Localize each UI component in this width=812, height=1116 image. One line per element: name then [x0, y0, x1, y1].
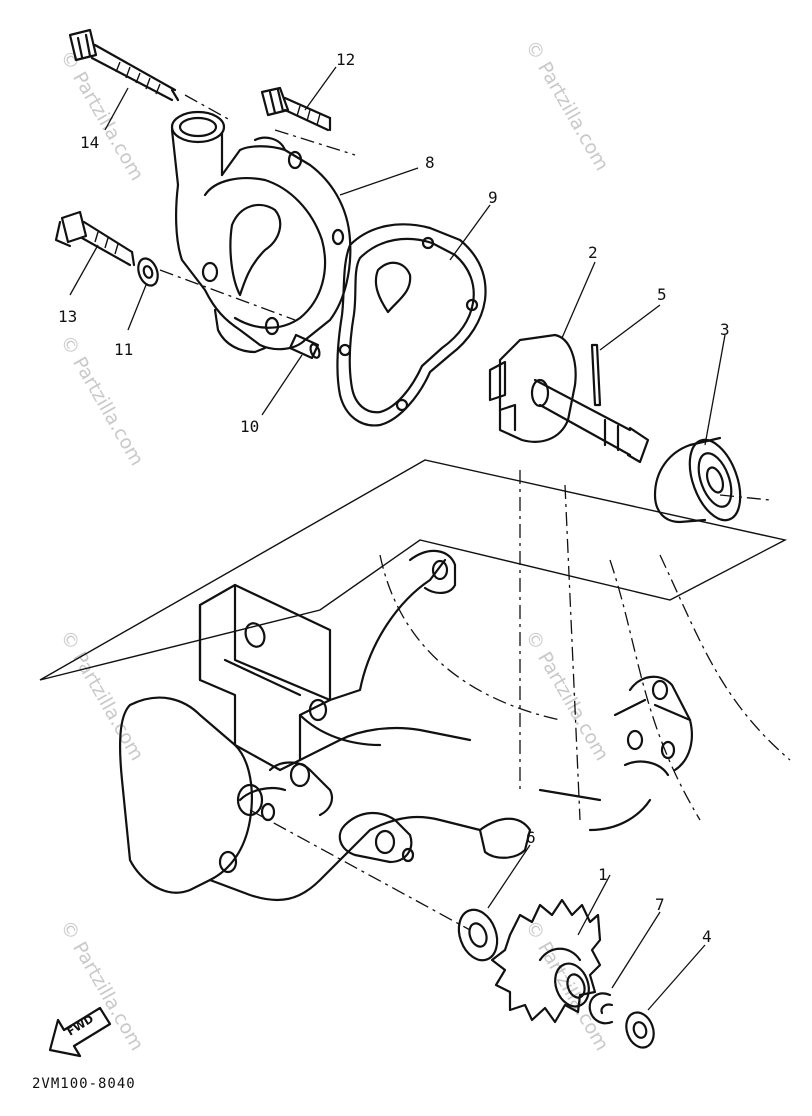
- callout-8: 8: [425, 153, 435, 172]
- callout-2: 2: [588, 243, 598, 262]
- watermark: © Partzilla.com: [56, 332, 148, 470]
- bolt-13: [54, 210, 136, 267]
- pin: [590, 343, 602, 407]
- bolt-14: [68, 28, 180, 102]
- callout-4: 4: [702, 927, 712, 946]
- gasket: [336, 223, 487, 427]
- callout-6: 6: [526, 828, 536, 847]
- callout-1: 1: [598, 865, 608, 884]
- callout-10: 10: [240, 417, 259, 436]
- bolt-12: [260, 86, 332, 132]
- callout-7: 7: [655, 895, 665, 914]
- crankcase-outline: [118, 549, 693, 902]
- callout-12: 12: [336, 50, 355, 69]
- watermark: © Partzilla.com: [521, 37, 613, 175]
- reference-plane: [39, 94, 791, 931]
- washer-4: [625, 1011, 655, 1049]
- callout-14: 14: [80, 133, 99, 152]
- circlip: [588, 992, 614, 1025]
- water-pump-housing: [170, 110, 352, 354]
- watermark: © Partzilla.com: [56, 627, 148, 765]
- dowel-pin: [288, 333, 321, 360]
- fwd-arrow-icon: FWD: [48, 1006, 112, 1058]
- impeller-shaft: [488, 333, 650, 464]
- bearing: [653, 436, 742, 524]
- leader-lines: [69, 66, 726, 1011]
- watermark: © Partzilla.com: [521, 627, 613, 765]
- callout-5: 5: [657, 285, 667, 304]
- callout-3: 3: [720, 320, 730, 339]
- washer-6: [457, 908, 499, 962]
- gear: [490, 898, 602, 1024]
- callout-9: 9: [488, 188, 498, 207]
- callout-11: 11: [114, 340, 133, 359]
- callout-numbers: 1 2 3 4 5 6 7 8 9 10 11 12 13 14: [58, 50, 730, 946]
- callout-13: 13: [58, 307, 77, 326]
- part-code: 2VM100-8040: [32, 1076, 136, 1092]
- washer-11: [137, 257, 159, 287]
